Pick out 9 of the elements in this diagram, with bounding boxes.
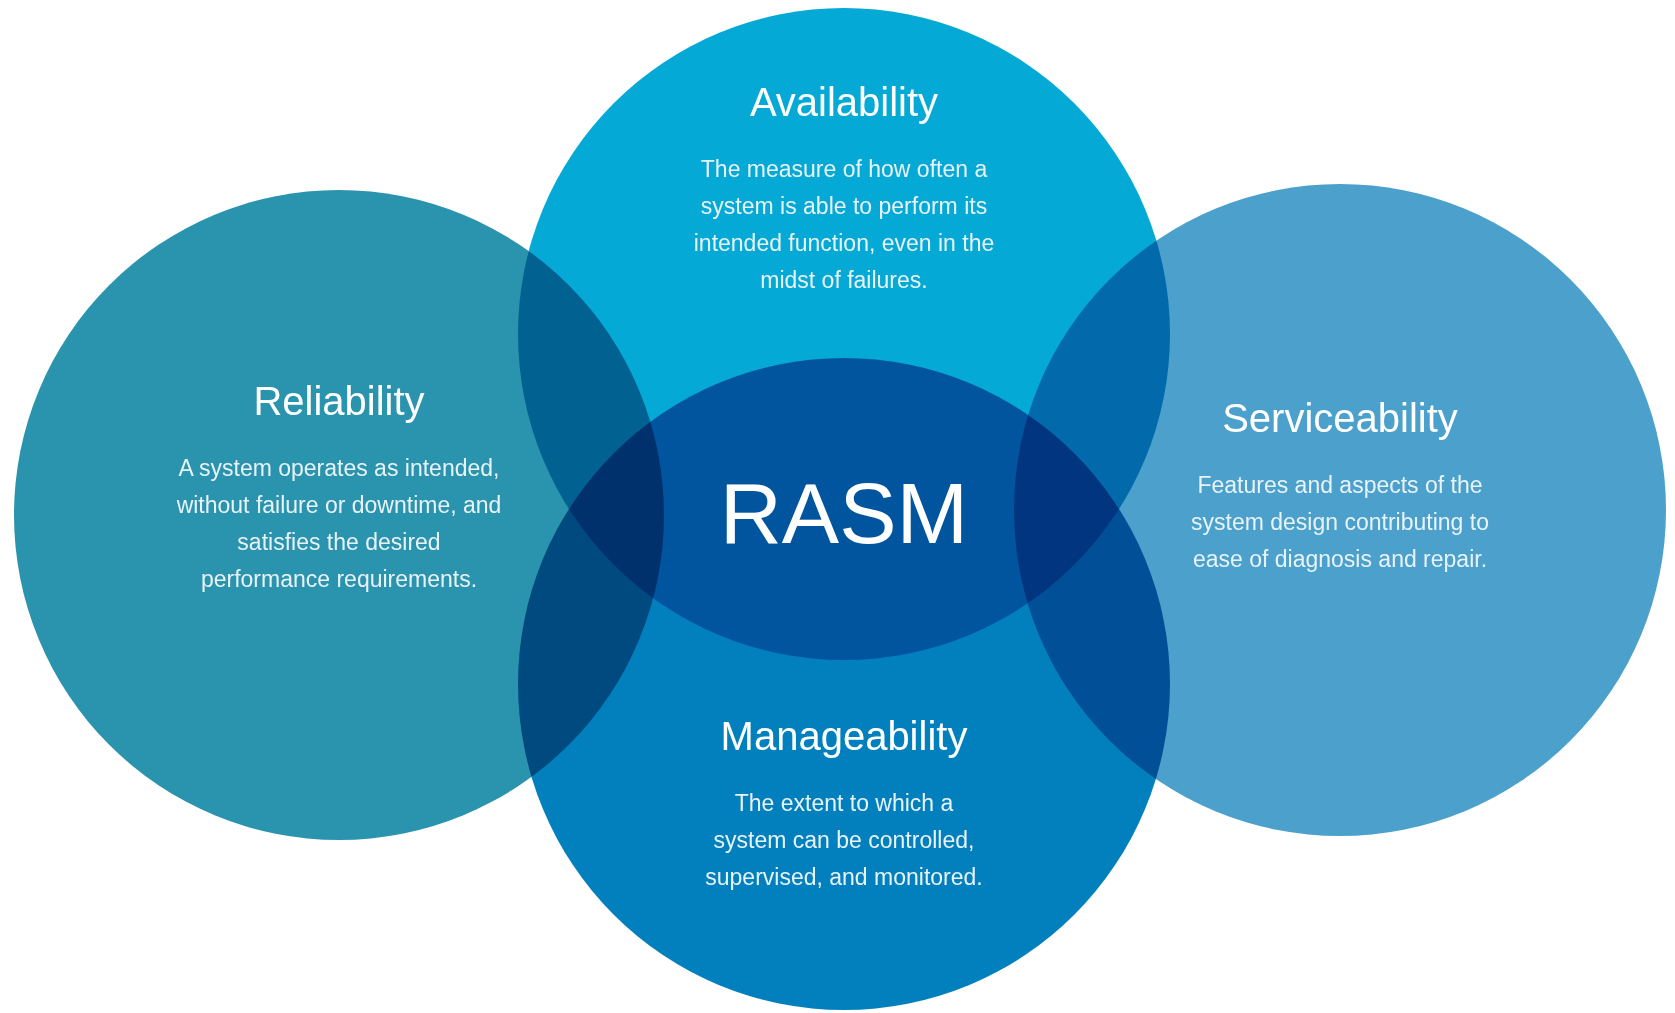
- circle-title: Reliability: [253, 378, 425, 424]
- circle-title: Manageability: [720, 713, 968, 759]
- circle-title: Availability: [749, 79, 939, 125]
- circle-description: A system operates as intended, without failure or downtime, and satisfies the desired performance requirements.: [175, 454, 503, 594]
- center-label: RASM: [719, 465, 969, 561]
- circle-title: Serviceability: [1222, 395, 1458, 441]
- circle-description: The measure of how often a system is able to perform its intended function, even in the midst of failures.: [692, 155, 996, 295]
- circle-description: The extent to which a system can be controlled, supervised, and monitored.: [704, 789, 984, 892]
- circle-description: Features and aspects of the system design contributing to ease of diagnosis and repair.: [1190, 471, 1490, 574]
